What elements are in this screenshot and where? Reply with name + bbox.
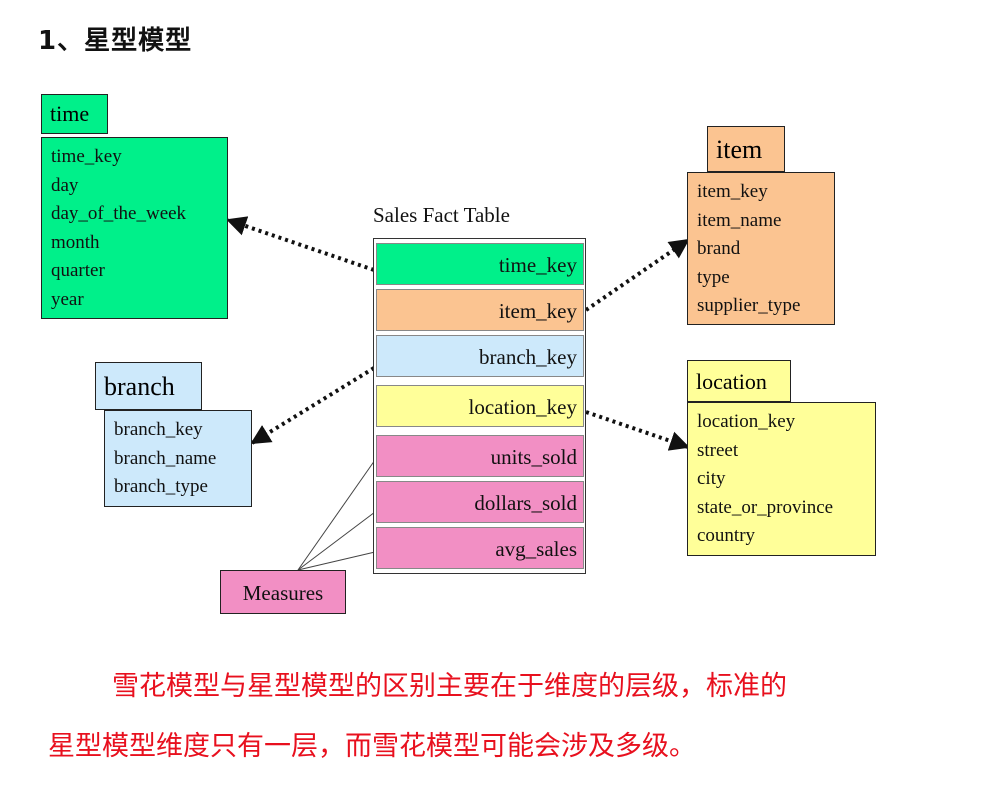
fact-row-item-key: item_key bbox=[376, 289, 584, 331]
paragraph-line-2: 星型模型维度只有一层，而雪花模型可能会涉及多级。 bbox=[48, 731, 696, 762]
time-field: day bbox=[51, 174, 79, 196]
item-dimension-box: item_key item_name brand type supplier_t… bbox=[687, 172, 835, 325]
time-field: month bbox=[51, 231, 100, 253]
branch-field: branch_name bbox=[114, 447, 217, 469]
fact-row-time-key: time_key bbox=[376, 243, 584, 285]
time-field: year bbox=[51, 288, 84, 310]
item-field: item_key bbox=[697, 181, 768, 202]
item-field: item_name bbox=[697, 209, 782, 231]
measures-label: Measures bbox=[220, 570, 346, 614]
location-dimension-box: location_key street city state_or_provin… bbox=[687, 402, 876, 556]
time-field: quarter bbox=[51, 260, 105, 281]
page-heading: 1、星型模型 bbox=[38, 26, 193, 56]
branch-field: branch_type bbox=[114, 476, 208, 497]
location-field: location_key bbox=[697, 411, 796, 432]
measures-line-avg bbox=[297, 551, 376, 571]
item-dimension-tab: item bbox=[707, 126, 785, 172]
paragraph-line-1: 雪花模型与星型模型的区别主要在于维度的层级，标准的 bbox=[112, 671, 787, 702]
measures-line-units bbox=[297, 459, 376, 571]
time-link-arrow bbox=[226, 216, 375, 272]
branch-link-arrow bbox=[250, 366, 376, 445]
time-field: time_key bbox=[51, 146, 122, 167]
time-dimension-box: time_key day day_of_the_week month quart… bbox=[41, 137, 228, 319]
location-link-arrow bbox=[585, 410, 690, 451]
time-dimension-tab: time bbox=[41, 94, 108, 134]
location-dimension-tab: location bbox=[687, 360, 791, 402]
location-field: state_or_province bbox=[697, 496, 834, 518]
time-field: day_of_the_week bbox=[51, 203, 187, 224]
fact-row-branch-key: branch_key bbox=[376, 335, 584, 377]
fact-row-location-key: location_key bbox=[376, 385, 584, 427]
item-link-arrow bbox=[584, 238, 690, 312]
fact-row-avg-sales: avg_sales bbox=[376, 527, 584, 569]
sales-fact-table: time_key item_key branch_key location_ke… bbox=[373, 238, 586, 574]
fact-row-dollars-sold: dollars_sold bbox=[376, 481, 584, 523]
branch-dimension-box: branch_key branch_name branch_type bbox=[104, 410, 252, 507]
measures-line-dollars bbox=[297, 511, 376, 571]
fact-row-units-sold: units_sold bbox=[376, 435, 584, 477]
item-field: type bbox=[697, 266, 730, 288]
fact-table-title: Sales Fact Table bbox=[373, 203, 510, 227]
item-field: supplier_type bbox=[697, 295, 801, 316]
branch-dimension-tab: branch bbox=[95, 362, 202, 410]
branch-field: branch_key bbox=[114, 419, 203, 440]
item-field: brand bbox=[697, 238, 741, 259]
location-field: city bbox=[697, 468, 726, 489]
location-field: country bbox=[697, 525, 756, 546]
location-field: street bbox=[697, 439, 739, 461]
